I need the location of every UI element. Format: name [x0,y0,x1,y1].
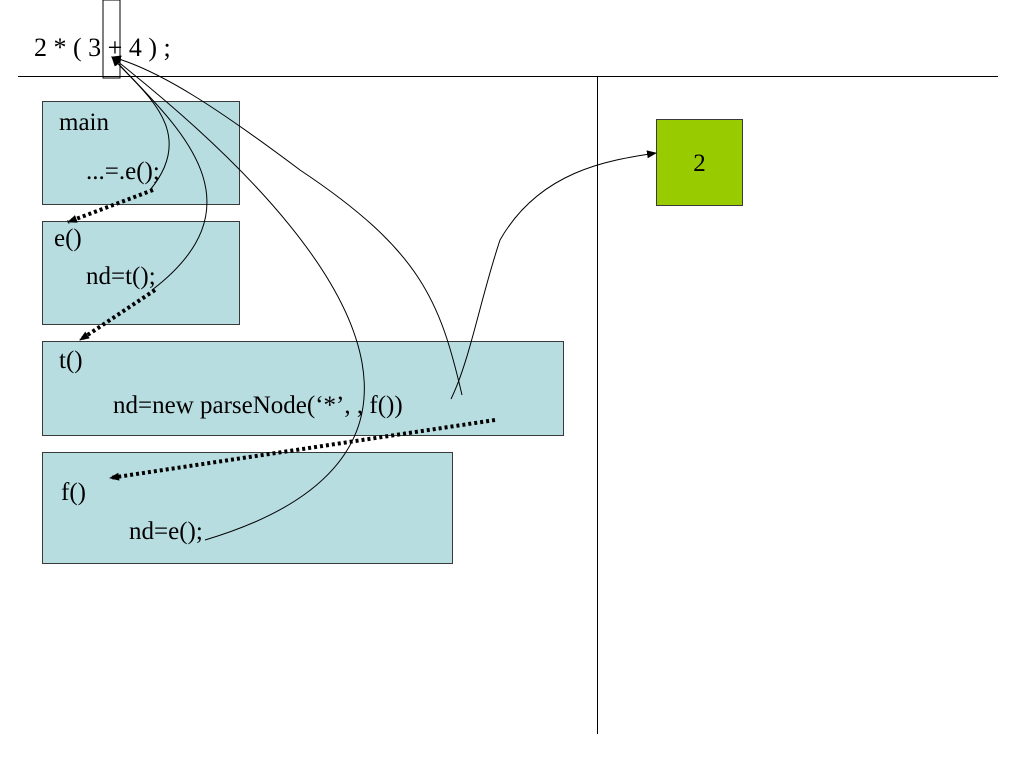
top-divider [18,76,998,77]
frame-t: t() nd=new parseNode(‘*’, , f()) [42,341,564,436]
frame-main-title: main [59,109,109,136]
frame-main-code: ...=.e(); [86,158,160,185]
frame-e: e() nd=t(); [42,221,240,325]
center-divider [597,76,598,734]
result-node: 2 [656,119,743,206]
input-expression: 2 * ( 3 + 4 ) ; [34,33,171,62]
frame-t-code: nd=new parseNode(‘*’, , f()) [113,392,403,419]
frame-e-code: nd=t(); [86,263,156,290]
frame-main: main ...=.e(); [42,101,240,205]
frame-e-title: e() [54,225,82,252]
frame-f: f() nd=e(); [42,452,453,564]
frame-f-code: nd=e(); [129,518,203,545]
frame-t-title: t() [59,347,83,374]
frame-f-title: f() [61,479,86,506]
